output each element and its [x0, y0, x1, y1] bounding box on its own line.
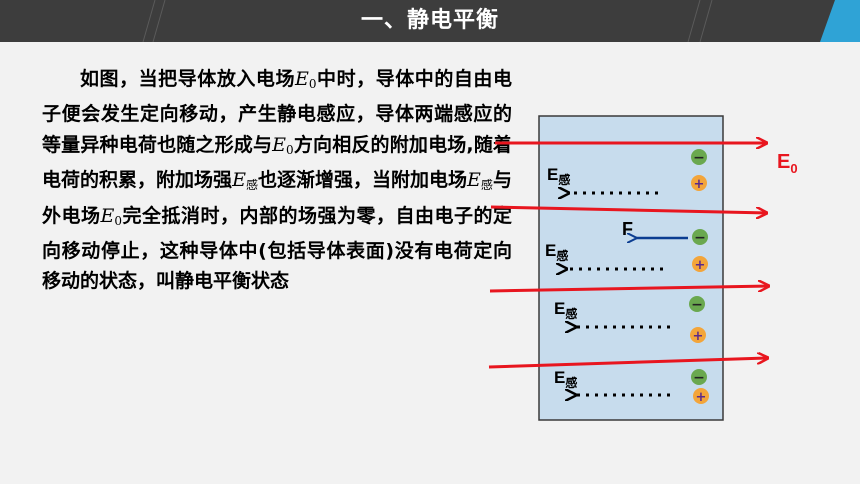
external-field-label: E0 — [777, 151, 798, 176]
induced-field-row-3: E感 — [554, 299, 670, 327]
paragraph-text: 如图，当把导体放入电场 — [80, 68, 295, 90]
paragraph-text: 方向相反的附加电场,随着电荷的积累，附加场强 — [42, 133, 512, 192]
electron-charge: − — [689, 296, 705, 313]
positive-charge: + — [692, 256, 708, 273]
paragraph-text: 完全抵消时，内部的场强为零，自由电子的定向移动停止，这种导体中(包括导体表面)没… — [42, 204, 512, 293]
paragraph-text: 也逐渐增强，当附加电场 — [257, 169, 468, 192]
electron-charge: − — [691, 369, 707, 386]
induced-field-row-1: E感 — [547, 165, 658, 193]
svg-text:−: − — [693, 370, 705, 386]
electron-charge: − — [691, 149, 707, 166]
field-variable: E感 — [232, 169, 258, 193]
slide-title: 一、静电平衡 — [360, 8, 499, 33]
svg-text:−: − — [691, 297, 703, 313]
field-variable: E0 — [100, 204, 123, 228]
positive-charge: + — [690, 327, 706, 344]
induced-field-label: E感 — [554, 368, 577, 390]
svg-text:+: + — [693, 329, 704, 344]
force-label: F — [622, 219, 633, 239]
svg-text:+: + — [694, 177, 705, 192]
induced-field-row-2: E感 — [545, 241, 663, 269]
electron-charge: − — [692, 229, 708, 246]
svg-text:+: + — [695, 258, 706, 273]
field-line-4 — [488, 358, 767, 369]
svg-text:−: − — [694, 230, 706, 246]
slide-header-bar: 一、静电平衡 — [0, 0, 860, 42]
svg-text:−: − — [693, 150, 705, 166]
field-line-2 — [490, 205, 766, 213]
induced-field-label: E感 — [554, 299, 577, 321]
svg-text:+: + — [696, 390, 707, 405]
header-stripes — [142, 0, 860, 42]
paragraph-text: 与外电场 — [42, 169, 512, 227]
conductor-block — [538, 115, 724, 421]
field-line-3 — [489, 286, 768, 293]
induced-field-label: E感 — [545, 241, 568, 263]
field-variable: E0 — [272, 133, 294, 157]
field-variable: E感 — [467, 169, 493, 193]
induced-field-label: E感 — [547, 165, 570, 187]
positive-charge: + — [693, 388, 709, 405]
paragraph-text: 中时，导体中的自由电子便会发生定向移动，产生静电感应，导体两端感应的等量异种电荷… — [42, 68, 512, 156]
positive-charge: + — [691, 175, 707, 192]
body-paragraph: 如图，当把导体放入电场E0中时，导体中的自由电子便会发生定向移动，产生静电感应，… — [42, 64, 512, 297]
field-variable: E0 — [295, 68, 317, 91]
induced-field-row-4: E感 — [554, 368, 670, 395]
